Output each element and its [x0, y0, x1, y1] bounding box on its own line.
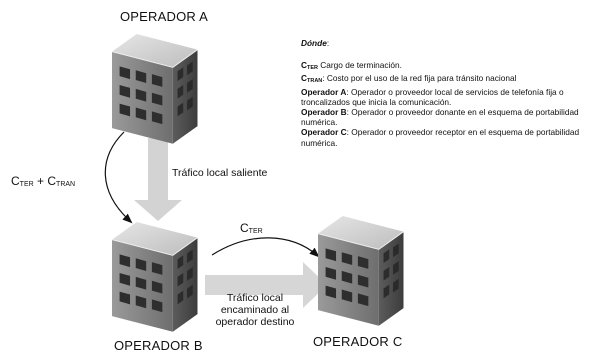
legend-entry-operator-c: Operador C: Operador o proveedor recepto… — [301, 127, 591, 147]
tran-subscript: TRAN — [307, 78, 323, 85]
charge-label-ter-tran: CTER + CTRAN — [11, 174, 75, 188]
operator-b-label: OPERADOR B — [114, 338, 203, 353]
legend-operator-a-text: : Operador o proveedor local de servicio… — [301, 86, 564, 107]
routed-traffic-arrow — [205, 262, 327, 308]
charge-curve-arrow-b-to-c — [211, 237, 320, 258]
c-symbol: C — [301, 73, 307, 84]
tran-subscript: TRAN — [56, 181, 76, 188]
legend-ctran-text: : Costo por el uso de la red fija para t… — [322, 73, 517, 84]
building-operator-c-icon — [317, 215, 404, 327]
legend-operator-c-text: : Operador o proveedor receptor en el es… — [301, 127, 580, 148]
operator-a-label: OPERADOR A — [120, 9, 208, 24]
legend-box: Dónde: CTER Cargo de terminación. CTRAN:… — [301, 38, 591, 148]
charge-label-ter: CTER — [240, 221, 263, 235]
charge-curve-arrow-a-to-b — [104, 131, 133, 224]
building-operator-a-icon — [111, 33, 198, 145]
legend-entry-operator-b: Operador B: Operador o proveedor donante… — [301, 107, 591, 127]
legend-title-text: Dónde — [301, 38, 327, 48]
plus-symbol: + — [37, 174, 45, 188]
legend-entry-ctran: CTRAN: Costo por el uso de la red fija p… — [301, 73, 591, 86]
legend-entry-operator-a: Operador A: Operador o proveedor local d… — [301, 87, 591, 107]
legend-cter-text: Cargo de terminación. — [318, 60, 402, 71]
legend-operator-b-text: : Operador o proveedor donante en el esq… — [301, 107, 579, 128]
legend-title-colon: : — [326, 38, 330, 48]
routed-line-3: operador destino — [215, 316, 295, 328]
legend-entry-cter: CTER Cargo de terminación. — [301, 60, 591, 73]
routed-traffic-label: Tráfico local encaminado al operador des… — [207, 292, 303, 328]
c-symbol: C — [47, 174, 57, 188]
routed-line-2: encaminado al — [220, 304, 290, 316]
legend-operator-b-name: Operador B — [301, 107, 347, 118]
c-symbol: C — [240, 221, 249, 235]
ter-subscript: TER — [248, 228, 263, 235]
ter-subscript: TER — [307, 65, 318, 72]
legend-operator-c-name: Operador C — [301, 127, 347, 138]
operator-c-label: OPERADOR C — [313, 334, 403, 349]
building-operator-b-icon — [111, 221, 198, 333]
routed-line-1: Tráfico local — [226, 292, 284, 304]
c-symbol: C — [301, 60, 307, 71]
ter-subscript: TER — [19, 181, 34, 188]
legend-title: Dónde: — [301, 38, 591, 48]
outgoing-traffic-label: Tráfico local saliente — [172, 167, 268, 179]
outgoing-traffic-arrow — [134, 138, 182, 221]
legend-operator-a-name: Operador A — [301, 86, 347, 97]
c-symbol: C — [11, 174, 20, 188]
